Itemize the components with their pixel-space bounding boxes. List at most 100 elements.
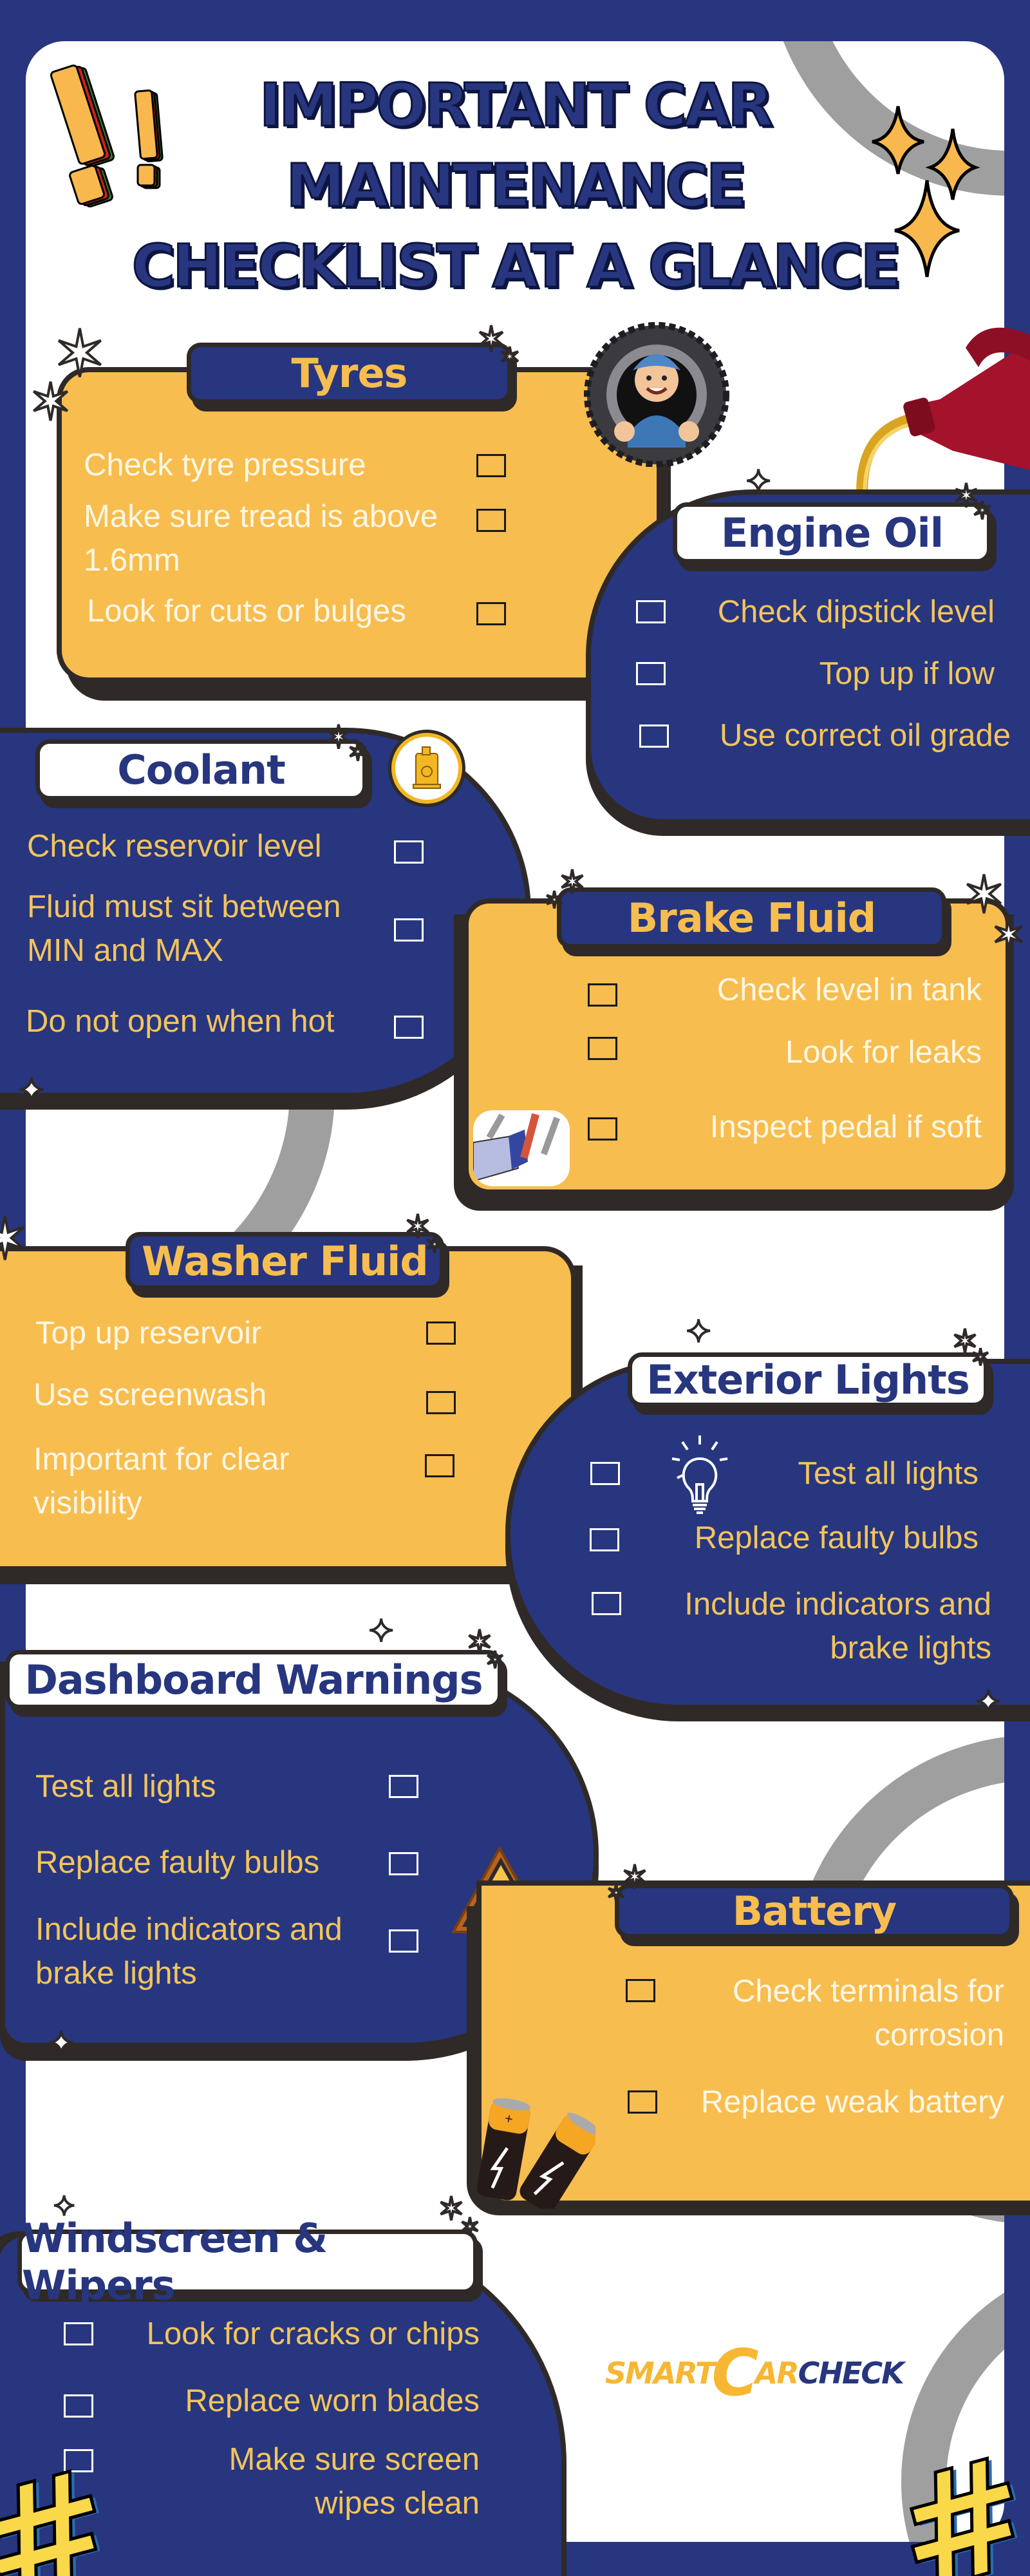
burst-star-icon: ✶ [28, 374, 73, 431]
exterior-lights-checkbox-1[interactable] [590, 1462, 620, 1485]
burst-star-icon: ✶ [346, 739, 370, 766]
engine-oil-item-2: Top up if low [819, 656, 995, 691]
dashboard-warnings-checkbox-1[interactable] [389, 1775, 418, 1798]
brake-fluid-checkbox-3[interactable] [588, 1117, 617, 1141]
dashboard-warnings-item-2: Replace faulty bulbs [35, 1845, 320, 1880]
washer-fluid-checkbox-1[interactable] [426, 1321, 456, 1345]
windscreen-wipers-heading-text: Windscreen & Wipers [22, 2215, 328, 2309]
engine-oil-checkbox-3[interactable] [639, 724, 669, 748]
engine-oil-checbox-2[interactable] [636, 662, 666, 685]
brake-pedal-icon [473, 1110, 570, 1186]
tyres-checkbox-1[interactable] [476, 454, 506, 477]
engine-oil-heading-text: Engine Oil [720, 509, 944, 556]
battery-heading: Battery [615, 1884, 1014, 1938]
burst-star-icon: ✶ [950, 1323, 980, 1359]
tyres-heading-text: Tyres [291, 350, 408, 397]
dashboard-warnings-heading: Dashboard Warnings [5, 1650, 502, 1709]
dashboard-warnings-checkbox-2[interactable] [389, 1852, 418, 1875]
tyres-checkbox-2[interactable] [476, 509, 506, 532]
windscreen-wipers-checkbox-2[interactable] [64, 2394, 93, 2418]
exterior-lights-item-2: Replace faulty bulbs [694, 1520, 979, 1555]
burst-star-icon: ✶ [605, 1880, 627, 1906]
batteries-icon: + [476, 2090, 601, 2212]
oil-can-pouring-icon [837, 322, 1030, 509]
burst-star-icon: ✶ [0, 1208, 30, 1272]
burst-star-icon: ✶ [969, 1344, 991, 1370]
washer-fluid-item-3: Important for clear visibility [33, 1442, 290, 1520]
sparkle-icon: ✦ [974, 1685, 1002, 1719]
tyres-heading: Tyres [187, 343, 512, 404]
exterior-lights-checkbox-3[interactable] [592, 1592, 621, 1615]
tyres-item-3: Look for cuts or bulges [87, 594, 406, 629]
brake-fluid-checkbox-2[interactable] [588, 1037, 617, 1060]
battery-checkbox-1[interactable] [626, 1979, 655, 2002]
light-bulb-icon [670, 1433, 731, 1520]
engine-oil-item-1: Check dipstick level [717, 594, 995, 629]
dashboard-warnings-checkbox-3[interactable] [389, 1929, 418, 1953]
coolant-item-2: Fluid must sit between MIN and MAX [27, 889, 341, 968]
windscreen-wipers-heading: Windscreen & Wipers [17, 2215, 478, 2309]
burst-star-icon: ✶ [436, 2191, 466, 2227]
engine-oil-checkbox-1[interactable] [636, 600, 666, 623]
burst-star-icon: ✶ [620, 1859, 650, 1895]
burst-star-icon: ✶ [484, 1647, 506, 1673]
coolant-heading: Coolant [35, 739, 367, 800]
burst-star-icon: ✶ [458, 2214, 482, 2241]
burst-star-icon: ✶ [557, 864, 587, 900]
tyres-item-1: Check tyre pressure [84, 448, 366, 482]
coolant-checkbox-3[interactable] [394, 1016, 424, 1039]
burst-star-icon: ✶ [990, 912, 1027, 958]
battery-item-1: Check terminals for corrosion [732, 1974, 1004, 2052]
svg-text:+: + [503, 2110, 514, 2127]
mechanic-in-tyre-icon [583, 319, 731, 468]
windscreen-wipers-item-2: Replace worn blades [185, 2383, 480, 2418]
burst-star-icon: ✶ [498, 343, 521, 372]
washer-fluid-heading: Washer Fluid [126, 1232, 444, 1290]
burst-star-icon: ✶ [961, 866, 1007, 923]
burst-star-icon: ✶ [403, 1209, 433, 1245]
windscreen-wipers-checkbox-1[interactable] [64, 2322, 93, 2345]
sparkle-icon: ✦ [684, 1315, 713, 1349]
page-title-line-2: MAINTENANCE [285, 151, 747, 220]
washer-fluid-heading-text: Washer Fluid [142, 1237, 429, 1285]
coolant-heading-text: Coolant [117, 746, 286, 793]
burst-star-icon: ✶ [971, 498, 994, 525]
windscreen-wipers-checkbox-3[interactable] [64, 2449, 93, 2472]
logo-tyre-c-icon: C [711, 2335, 758, 2410]
exterior-lights-checkbox-2[interactable] [590, 1528, 619, 1551]
logo-smart-text: SMART [605, 2356, 715, 2391]
brake-fluid-heading-text: Brake Fluid [627, 895, 876, 942]
smart-car-check-logo: SMART C AR CHECK [605, 2335, 904, 2410]
sparkle-icon: ✦ [47, 2027, 75, 2061]
sparkle-icon: ✦ [744, 465, 772, 499]
brake-fluid-checkbox-1[interactable] [588, 983, 617, 1007]
burst-star-icon: ✶ [475, 319, 507, 359]
logo-check-text: CHECK [798, 2356, 904, 2391]
coolant-item-3: Do not open when hot [26, 1004, 335, 1039]
coolant-checkbox-1[interactable] [394, 840, 424, 864]
battery-heading-text: Battery [732, 1888, 897, 1935]
coolant-checkbox-2[interactable] [394, 918, 424, 942]
washer-fluid-checkbox-2[interactable] [426, 1391, 456, 1414]
exterior-lights-heading-text: Exterior Lights [646, 1356, 969, 1403]
logo-ar-text: AR [754, 2356, 800, 2391]
sparkle-icon: ✦ [367, 1615, 395, 1649]
exterior-lights-item-3: Include indicators and brake lights [684, 1587, 991, 1665]
battery-item-2: Replace weak battery [700, 2085, 1004, 2119]
burst-star-icon: ✶ [543, 887, 565, 913]
sparkle-stars-icon [863, 103, 1004, 283]
washer-fluid-checkbox-3[interactable] [425, 1454, 454, 1477]
engine-oil-heading: Engine Oil [673, 502, 991, 564]
hash-symbol-icon: # [876, 2419, 1030, 2576]
tyres-checkbox-3[interactable] [476, 602, 506, 625]
sparkle-icon: ✦ [52, 2191, 77, 2221]
windscreen-wipers-item-3: Make sure screen wipes clean [229, 2442, 480, 2521]
page-title-line-1: IMPORTANT CAR [258, 71, 774, 140]
battery-checkbox-2[interactable] [628, 2090, 657, 2114]
burst-star-icon: ✶ [951, 478, 981, 514]
exclamation-marks-icon [46, 61, 194, 216]
brake-fluid-heading: Brake Fluid [557, 887, 946, 949]
coolant-item-1: Check reservoir level [27, 829, 322, 864]
burst-star-icon: ✶ [324, 719, 353, 755]
coolant-bottle-icon [391, 733, 462, 804]
